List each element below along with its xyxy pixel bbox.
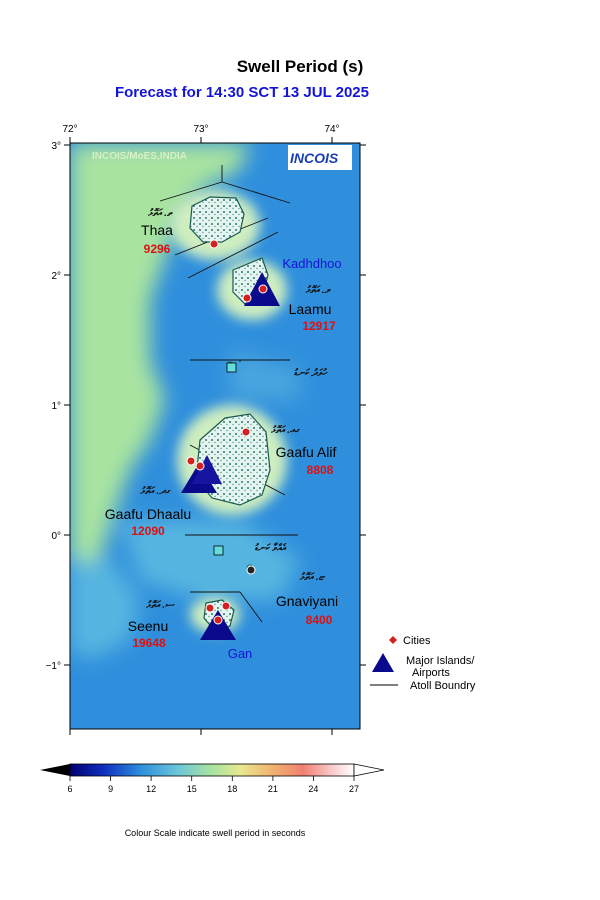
atoll-name-laamu: Laamu: [289, 301, 332, 317]
city-marker-gaafu-alif: [241, 427, 251, 437]
axis-tick-labels: 72° 73° 74° 3° 2° 1° 0° −1°: [46, 124, 340, 672]
lat-tick-0: 0°: [51, 531, 61, 542]
legend-major-islands-label: Major Islands/: [406, 655, 475, 667]
city-marker-seenu-2: [221, 601, 231, 611]
colour-bar: 6 9 12 15 18 21 24 27: [40, 763, 385, 794]
colorbar-tick-24: 24: [308, 784, 318, 794]
credit-watermark: INCOIS/MoES,INDIA: [92, 151, 187, 162]
swell-value-laamu: 12917: [302, 319, 336, 333]
atoll-name-gnaviyani: Gnaviyani: [276, 593, 338, 609]
dhivehi-label-huvadhu: ހުވަދު ކަނޑު: [294, 368, 328, 379]
map-legend: Cities Major Islands/ Airports Atoll Bou…: [370, 635, 476, 692]
city-marker-gaafu-dhaalu-2: [195, 461, 205, 471]
lat-tick-minus1: −1°: [46, 661, 61, 672]
colorbar-tick-6: 6: [67, 784, 72, 794]
city-markers: [186, 239, 268, 625]
swell-value-thaa: 9296: [144, 242, 171, 256]
city-marker-seenu-1: [205, 603, 215, 613]
reef-marker-huvadhu: [226, 362, 237, 373]
colorbar-tick-21: 21: [268, 784, 278, 794]
legend-airports-label: Airports: [412, 667, 450, 679]
place-label-kadhdhoo: Kadhdhoo: [282, 256, 341, 271]
sea-field: INCOIS/MoES,INDIA INCOIS: [70, 143, 360, 729]
thaa-atoll-shape: [189, 196, 245, 243]
lat-tick-2: 2°: [51, 271, 61, 282]
city-marker-seenu-3: [213, 615, 223, 625]
swell-value-seenu: 19648: [132, 636, 166, 650]
city-marker-gnaviyani: [246, 565, 256, 575]
colorbar-gradient: [69, 763, 355, 777]
city-marker-laamu-2: [258, 284, 268, 294]
colorbar-caption: Colour Scale indicate swell period in se…: [124, 828, 306, 838]
dhivehi-label-gaafu-dhaalu: ގދ. އަތޮޅު: [139, 485, 171, 497]
reef-marker-equatorial: [213, 545, 224, 556]
swell-value-gaafu-alif: 8808: [307, 463, 334, 477]
dhivehi-label-thaa: ތ. އަތޮޅު: [147, 207, 173, 219]
legend-cities-label: Cities: [403, 635, 431, 647]
dhivehi-label-equatorial: އެއްވާ ކަނޑު: [254, 542, 287, 554]
atoll-name-thaa: Thaa: [141, 222, 173, 238]
atoll-name-gaafu-dhaalu: Gaafu Dhaalu: [105, 506, 191, 522]
incois-logo-box: [288, 145, 352, 170]
swell-value-gnaviyani: 8400: [306, 613, 333, 627]
dhivehi-label-laamu: ލ. އަތޮޅު: [305, 284, 332, 296]
colorbar-tick-15: 15: [187, 784, 197, 794]
atoll-name-gaafu-alif: Gaafu Alif: [276, 444, 337, 460]
airport-triangle-gaafu-alif: [192, 455, 222, 484]
lon-tick-72: 72°: [62, 124, 77, 135]
colorbar-right-arrow: [353, 763, 385, 777]
city-marker-laamu-1: [242, 293, 252, 303]
colorbar-left-arrow: [40, 764, 70, 776]
colorbar-tick-12: 12: [146, 784, 156, 794]
forecast-subtitle: Forecast for 14:30 SCT 13 JUL 2025: [114, 84, 369, 101]
map-frame: [69, 142, 361, 730]
dhivehi-label-seenu: ސ. އަތޮޅު: [145, 599, 175, 611]
lon-tick-74: 74°: [324, 124, 339, 135]
lon-tick-73: 73°: [193, 124, 208, 135]
legend-city-icon: [389, 636, 397, 644]
atoll-name-seenu: Seenu: [128, 618, 168, 634]
dhivehi-label-gnaviyani: ޏ. އަތޮޅު: [299, 571, 326, 583]
place-label-gan: Gan: [228, 646, 253, 661]
axis-ticks: [64, 137, 366, 735]
colorbar-tick-27: 27: [349, 784, 359, 794]
swell-value-gaafu-dhaalu: 12090: [131, 524, 165, 538]
legend-airport-icon: [372, 653, 394, 672]
colorbar-tick-18: 18: [227, 784, 237, 794]
chart-title: Swell Period (s): [236, 57, 364, 76]
legend-atoll-boundary-label: Atoll Boundry: [410, 680, 476, 692]
incois-logo: INCOIS: [290, 150, 339, 166]
city-marker-thaa: [209, 239, 219, 249]
city-marker-gaafu-dhaalu-1: [186, 456, 196, 466]
airport-triangle-gan: [200, 610, 236, 640]
colorbar-tick-9: 9: [108, 784, 113, 794]
dhivehi-label-gaafu-alif: ގއ. އަތޮޅު: [270, 424, 301, 436]
lat-tick-3: 3°: [51, 141, 61, 152]
lat-tick-1: 1°: [51, 401, 61, 412]
